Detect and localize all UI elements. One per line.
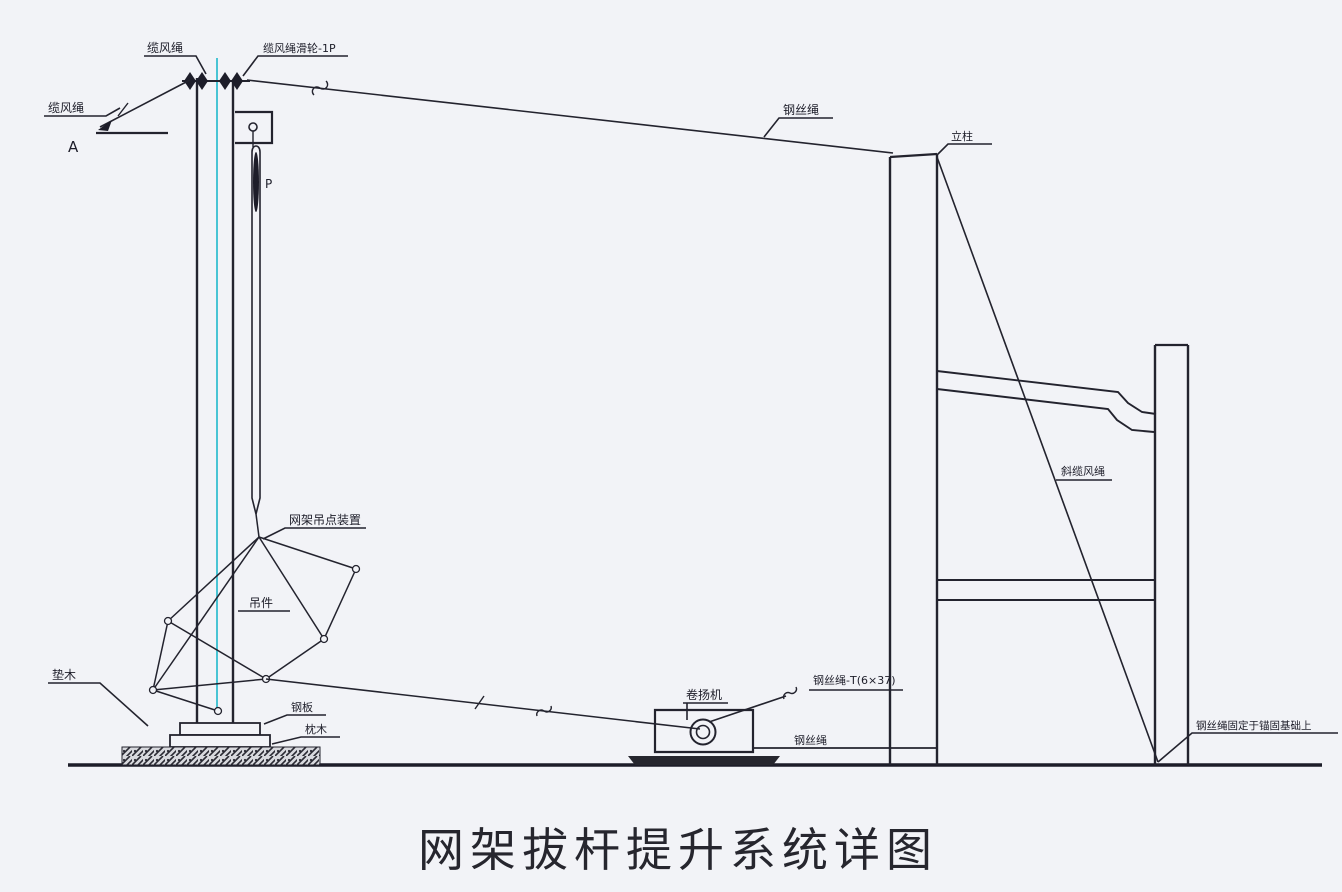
sleeper-text: 枕木	[305, 722, 327, 736]
hanger-text: 吊件	[249, 596, 273, 610]
column-top-label: 立柱	[936, 129, 992, 156]
wire-rope-t-text: 钢丝绳-T(6×37)	[813, 673, 895, 687]
column-top-text: 立柱	[951, 129, 973, 143]
mast-base-plates	[169, 722, 271, 748]
wire-rope-ground-text: 钢丝绳	[794, 733, 827, 747]
p-mark-text: P	[265, 177, 272, 191]
haul-cable	[265, 678, 701, 730]
lifting-tackle	[251, 145, 261, 515]
truss-device-text: 网架吊点装置	[289, 513, 361, 527]
truss-nodes	[148, 564, 361, 716]
steel-plate-text: 钢板	[291, 700, 313, 714]
winch-label: 卷扬机	[683, 687, 728, 720]
anchor-note-text: 钢丝绳固定于锚固基础上	[1196, 719, 1312, 732]
wire-rope-top-text: 钢丝绳	[783, 103, 819, 117]
pad-timber-text: 垫木	[52, 667, 76, 682]
drawing-title: 网架拔杆提升系统详图	[418, 823, 938, 877]
guy-rope-pulley-text: 缆风绳滑轮-1P	[263, 41, 336, 55]
winch-text: 卷扬机	[686, 687, 722, 702]
mast-foundation-hatch	[121, 746, 321, 766]
wire-rope-t-label: 钢丝绳-T(6×37)	[809, 673, 903, 691]
inclined-guy-rope-text: 斜缆风绳	[1061, 464, 1105, 478]
space-truss	[152, 513, 357, 712]
anchor-note-label: 钢丝绳固定于锚固基础上	[1157, 719, 1338, 763]
hanger-label: 吊件	[238, 596, 290, 612]
inclined-guy-rope-label: 斜缆风绳	[1056, 464, 1112, 481]
winch	[653, 686, 798, 754]
hoist-bracket	[235, 110, 274, 147]
sleeper-label: 枕木	[271, 722, 340, 745]
cross-beams	[937, 579, 1155, 601]
mast-top-pulleys	[184, 72, 243, 90]
winch-base-slab	[628, 756, 780, 765]
top-wire-rope	[246, 79, 894, 154]
mast	[182, 58, 250, 723]
steel-plate-label: 钢板	[263, 700, 326, 725]
guy-rope-pulley-label: 缆风绳滑轮-1P	[242, 41, 348, 77]
guy-rope-top-label: 缆风绳	[144, 41, 207, 75]
guy-rope-left-text: 缆风绳	[48, 101, 84, 115]
right-column	[1153, 343, 1190, 765]
wire-rope-top-label: 钢丝绳	[763, 103, 833, 138]
detail-a-text: A	[68, 138, 79, 156]
pad-timber-label: 垫木	[48, 667, 149, 727]
truss-device-label: 网架吊点装置	[262, 513, 366, 540]
right-tower	[888, 152, 939, 765]
chute-beams	[936, 370, 1157, 433]
guy-rope-top-text: 缆风绳	[147, 41, 183, 55]
guy-rope-arrowhead	[98, 120, 112, 131]
inclined-guy-rope-line	[936, 156, 1159, 763]
guy-rope-left-label: 缆风绳 A	[44, 101, 121, 156]
left-guy-rope	[96, 79, 191, 135]
